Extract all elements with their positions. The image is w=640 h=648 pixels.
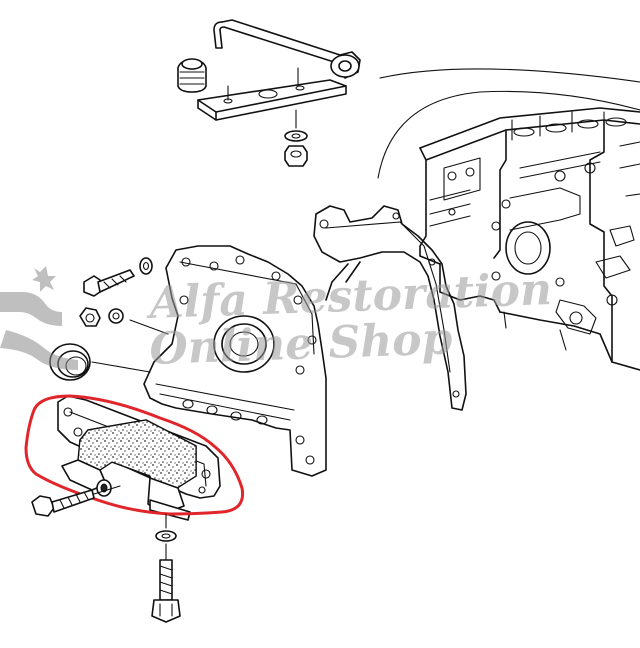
watermark: Alfa Restoration Online Shop [0, 264, 553, 375]
engine-mount-bracket[interactable] [57, 395, 221, 521]
leader-lines [377, 68, 640, 179]
mount-fasteners [31, 485, 181, 623]
watermark-line2: Online Shop [149, 313, 454, 375]
front-timing-cover [143, 245, 327, 477]
front-cover-gasket [313, 205, 467, 411]
highlight-outline [24, 394, 245, 516]
engine-block [419, 107, 640, 371]
watermark-logo-icon [0, 292, 78, 370]
support-rod-assembly [177, 19, 361, 167]
